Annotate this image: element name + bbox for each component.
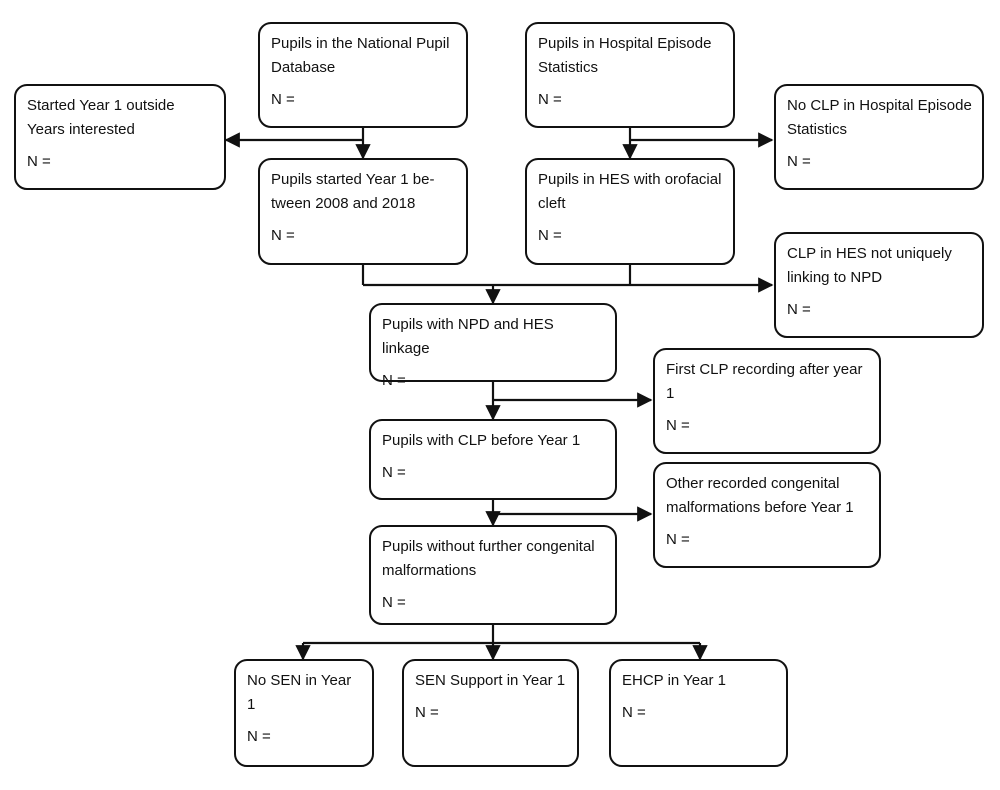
started-label: Pupils started Year 1 be-tween 2008 and … bbox=[271, 171, 435, 212]
npd-label: Pupils in the National Pupil Database bbox=[271, 35, 450, 76]
sensupport-box: SEN Support in Year 1 N = bbox=[402, 659, 579, 767]
nosen-count: N = bbox=[247, 728, 271, 745]
hescleft-box: Pupils in HES with orofacial cleft N = bbox=[525, 158, 735, 265]
hes-label: Pupils in Hospital Episode Statistics bbox=[538, 35, 712, 76]
withoutcong-label: Pupils without further congenital malfor… bbox=[382, 538, 595, 579]
noclp-count: N = bbox=[787, 153, 811, 170]
firstclp-box: First CLP recording after year 1 N = bbox=[653, 348, 881, 454]
hes-box: Pupils in Hospital Episode Statistics N … bbox=[525, 22, 735, 128]
outside-box: Started Year 1 outside Years interested … bbox=[14, 84, 226, 190]
withoutcong-count: N = bbox=[382, 594, 406, 611]
ehcp-label: EHCP in Year 1 bbox=[622, 672, 726, 689]
outside-count: N = bbox=[27, 153, 51, 170]
ehcp-count: N = bbox=[622, 704, 646, 721]
notlink-box: CLP in HES not uniquely linking to NPD N… bbox=[774, 232, 984, 338]
clpbefore-label: Pupils with CLP before Year 1 bbox=[382, 432, 581, 449]
hescleft-count: N = bbox=[538, 227, 562, 244]
firstclp-label: First CLP recording after year 1 bbox=[666, 361, 863, 402]
outside-label: Started Year 1 outside Years interested bbox=[27, 97, 175, 138]
hescleft-label: Pupils in HES with orofacial cleft bbox=[538, 171, 722, 212]
hes-count: N = bbox=[538, 91, 562, 108]
sensupport-label: SEN Support in Year 1 bbox=[415, 672, 566, 689]
withoutcong-box: Pupils without further congenital malfor… bbox=[369, 525, 617, 625]
started-box: Pupils started Year 1 be-tween 2008 and … bbox=[258, 158, 468, 265]
notlink-count: N = bbox=[787, 301, 811, 318]
firstclp-count: N = bbox=[666, 417, 690, 434]
noclp-box: No CLP in Hospital Episode Statistics N … bbox=[774, 84, 984, 190]
noclp-label: No CLP in Hospital Episode Statistics bbox=[787, 97, 972, 138]
npd-box: Pupils in the National Pupil Database N … bbox=[258, 22, 468, 128]
npd-count: N = bbox=[271, 91, 295, 108]
clpbefore-count: N = bbox=[382, 464, 406, 481]
started-count: N = bbox=[271, 227, 295, 244]
sensupport-count: N = bbox=[415, 704, 439, 721]
linkage-box: Pupils with NPD and HES linkage N = bbox=[369, 303, 617, 389]
nosen-box: No SEN in Year 1 N = bbox=[234, 659, 374, 767]
nosen-label: No SEN in Year 1 bbox=[247, 672, 352, 713]
othercong-count: N = bbox=[666, 531, 690, 548]
clpbefore-box: Pupils with CLP before Year 1 N = bbox=[369, 419, 617, 500]
linkage-label: Pupils with NPD and HES linkage bbox=[382, 316, 554, 357]
othercong-box: Other recorded congenital malformations … bbox=[653, 462, 881, 568]
linkage-count: N = bbox=[382, 372, 406, 389]
ehcp-box: EHCP in Year 1 N = bbox=[609, 659, 788, 767]
notlink-label: CLP in HES not uniquely linking to NPD bbox=[787, 245, 952, 286]
othercong-label: Other recorded congenital malformations … bbox=[666, 475, 854, 516]
